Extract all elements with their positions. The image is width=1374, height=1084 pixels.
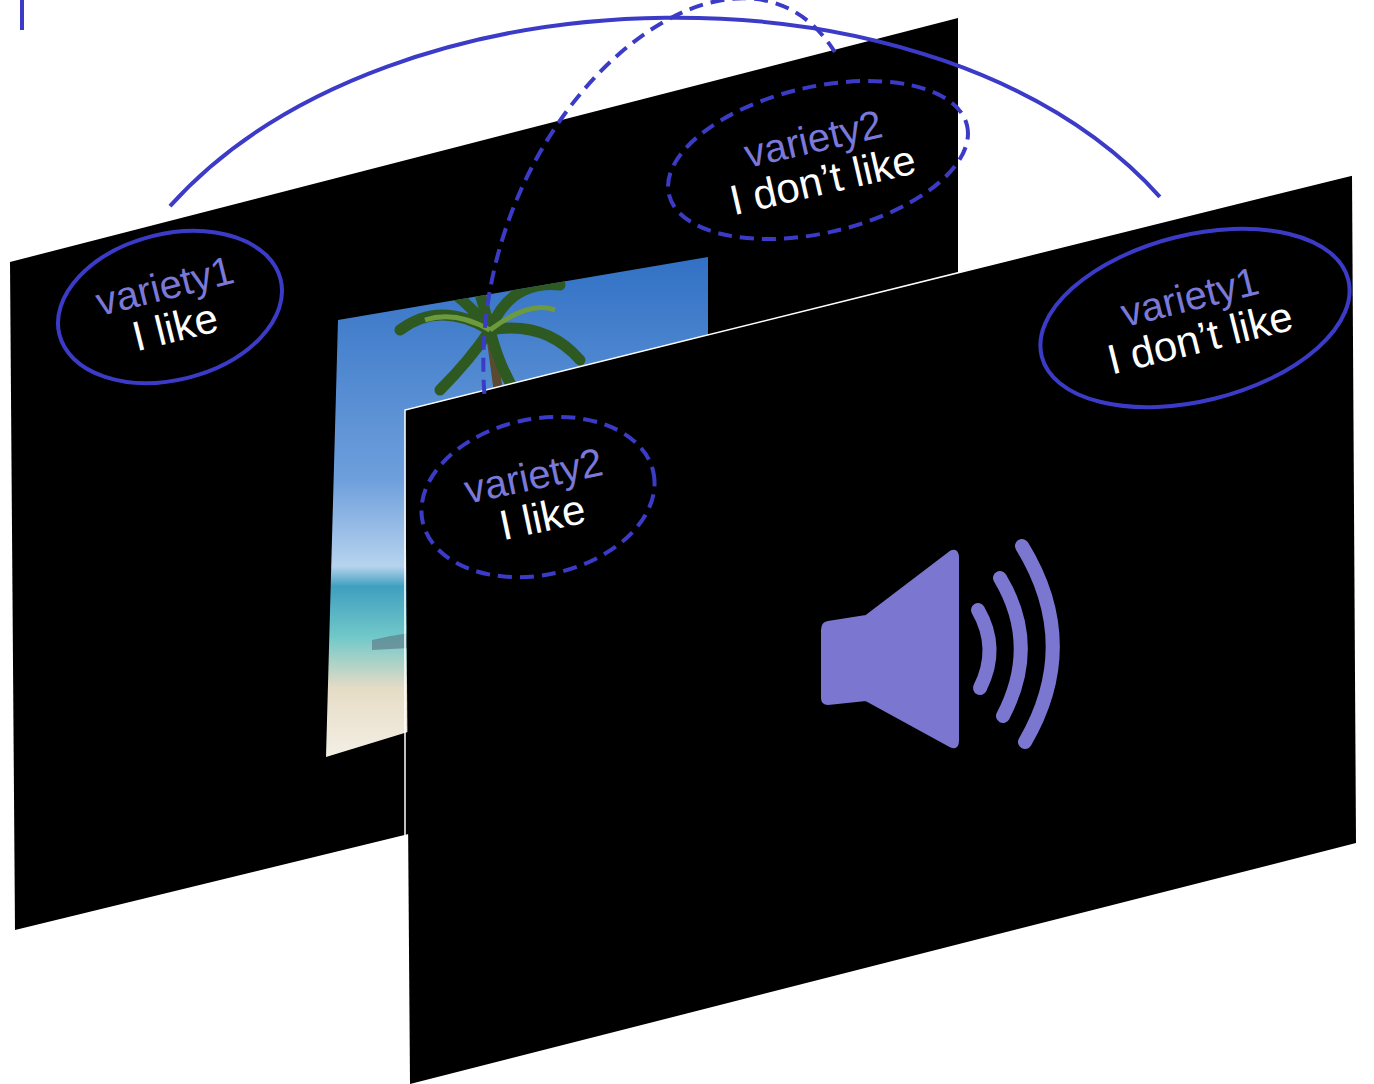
edge-mark <box>20 0 24 30</box>
sound-wave <box>1022 546 1053 742</box>
ellipse-shape <box>652 54 983 265</box>
sound-wave <box>978 610 990 688</box>
sound-wave <box>1000 578 1021 716</box>
speaker-cone <box>822 551 958 747</box>
ellipse-shape <box>406 396 669 598</box>
ellipse-shape <box>1022 199 1369 437</box>
front-panel-edge <box>405 175 1352 1084</box>
variety-link <box>483 0 834 394</box>
speaker-icon <box>822 546 1053 747</box>
ellipse-shape <box>42 209 299 406</box>
palm-highlight <box>425 308 555 331</box>
variety-link <box>170 18 1160 206</box>
front-panel <box>405 175 1356 1084</box>
